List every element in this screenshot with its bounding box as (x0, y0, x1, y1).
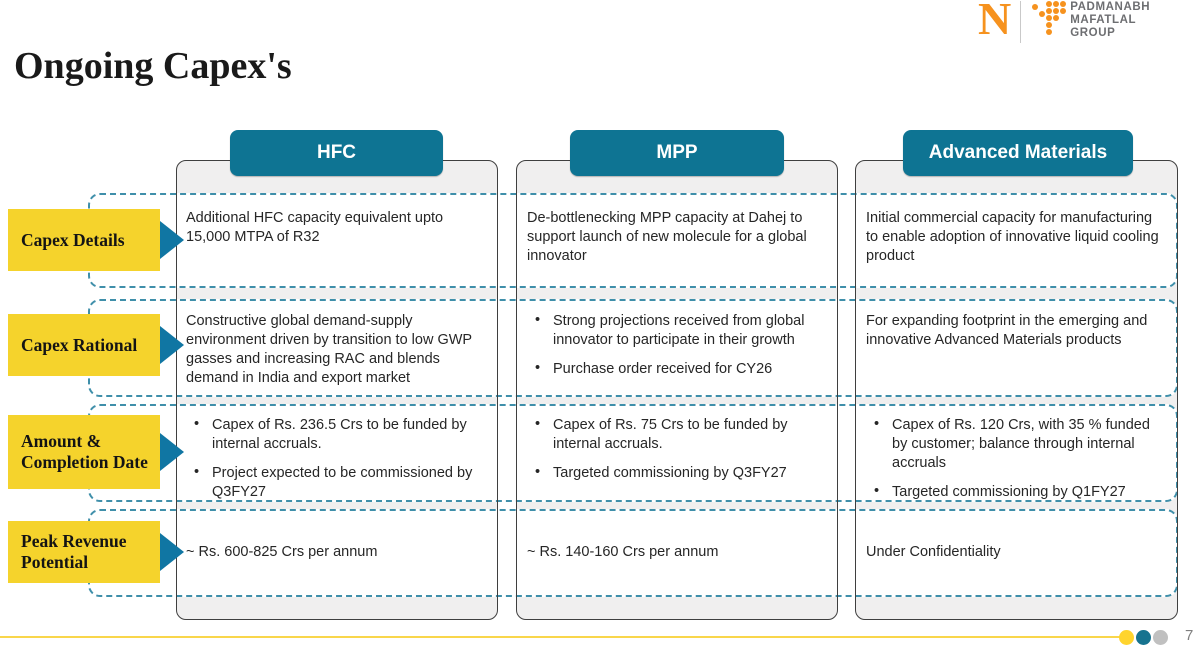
bullet-item: Project expected to be commissioned by Q… (186, 463, 486, 502)
cell-peak-revenue-mpp: ~ Rs. 140-160 Crs per annum (527, 509, 827, 597)
cell-peak-revenue-advanced-materials: Under Confidentiality (866, 509, 1168, 597)
cell-text: Under Confidentiality (866, 544, 1001, 561)
cell-peak-revenue-hfc: ~ Rs. 600-825 Crs per annum (186, 509, 486, 597)
slide-nav-dot-teal[interactable] (1136, 630, 1151, 645)
cell-capex-rational-advanced-materials: For expanding footprint in the emerging … (866, 312, 1168, 350)
arrow-right-icon (160, 221, 184, 259)
row-band-peak-revenue (88, 509, 1178, 597)
column-header-mpp: MPP (570, 130, 784, 176)
row-label-text: Capex Rational (8, 314, 160, 376)
footer-accent-line (0, 636, 1122, 638)
cell-capex-rational-hfc: Constructive global demand-supply enviro… (186, 312, 486, 389)
cell-text: De-bottlenecking MPP capacity at Dahej t… (527, 210, 807, 265)
bullet-item: Capex of Rs. 236.5 Crs to be funded by i… (186, 415, 486, 454)
bullet-item: Purchase order received for CY26 (527, 359, 827, 379)
arrow-right-icon (160, 433, 184, 471)
company-logo: N PADMANABH MAFATLAL GROUP (978, 0, 1150, 45)
cell-amount-mpp: Capex of Rs. 75 Crs to be funded by inte… (527, 415, 827, 493)
row-label-capex-rational: Capex Rational (8, 314, 184, 376)
page-number: 7 (1185, 627, 1194, 644)
slide-nav-dot-yellow[interactable] (1119, 630, 1134, 645)
cell-capex-details-advanced-materials: Initial commercial capacity for manufact… (866, 209, 1168, 266)
slide-nav-dot-gray[interactable] (1153, 630, 1168, 645)
bullet-item: Capex of Rs. 120 Crs, with 35 % funded b… (866, 415, 1168, 473)
cell-capex-details-mpp: De-bottlenecking MPP capacity at Dahej t… (527, 209, 827, 266)
row-label-amount-completion-date: Amount & Completion Date (8, 415, 184, 489)
cell-text: ~ Rs. 600-825 Crs per annum (186, 544, 378, 561)
bullet-item: Targeted commissioning by Q1FY27 (866, 482, 1168, 502)
row-label-text: Amount & Completion Date (8, 415, 160, 489)
company-name-line: MAFATLAL (1070, 14, 1137, 26)
row-label-text: Capex Details (8, 209, 160, 271)
arrow-right-icon (160, 533, 184, 571)
cell-capex-details-hfc: Additional HFC capacity equivalent upto … (186, 209, 486, 247)
logo-monogram: N (978, 0, 1012, 44)
bullet-item: Strong projections received from global … (527, 311, 827, 350)
company-name: PADMANABH MAFATLAL GROUP (1070, 1, 1150, 40)
cell-amount-hfc: Capex of Rs. 236.5 Crs to be funded by i… (186, 415, 486, 513)
cell-text: ~ Rs. 140-160 Crs per annum (527, 544, 719, 561)
cell-capex-rational-mpp: Strong projections received from global … (527, 311, 827, 389)
row-label-peak-revenue-potential: Peak Revenue Potential (8, 521, 184, 583)
company-name-line: GROUP (1070, 27, 1116, 39)
cell-amount-advanced-materials: Capex of Rs. 120 Crs, with 35 % funded b… (866, 415, 1168, 513)
company-name-line: PADMANABH (1070, 1, 1151, 13)
cell-text: Initial commercial capacity for manufact… (866, 210, 1159, 265)
bullet-item: Capex of Rs. 75 Crs to be funded by inte… (527, 415, 827, 454)
page-title: Ongoing Capex's (14, 45, 292, 87)
cell-text: Constructive global demand-supply enviro… (186, 313, 472, 387)
logo-divider (1020, 1, 1022, 43)
cell-text: For expanding footprint in the emerging … (866, 313, 1148, 349)
row-label-capex-details: Capex Details (8, 209, 184, 271)
arrow-right-icon (160, 326, 184, 364)
column-header-hfc: HFC (230, 130, 443, 176)
row-label-text: Peak Revenue Potential (8, 521, 160, 583)
column-header-advanced-materials: Advanced Materials (903, 130, 1133, 176)
logo-dots-icon (1030, 1, 1070, 45)
cell-text: Additional HFC capacity equivalent upto … (186, 210, 444, 246)
bullet-item: Targeted commissioning by Q3FY27 (527, 463, 827, 483)
